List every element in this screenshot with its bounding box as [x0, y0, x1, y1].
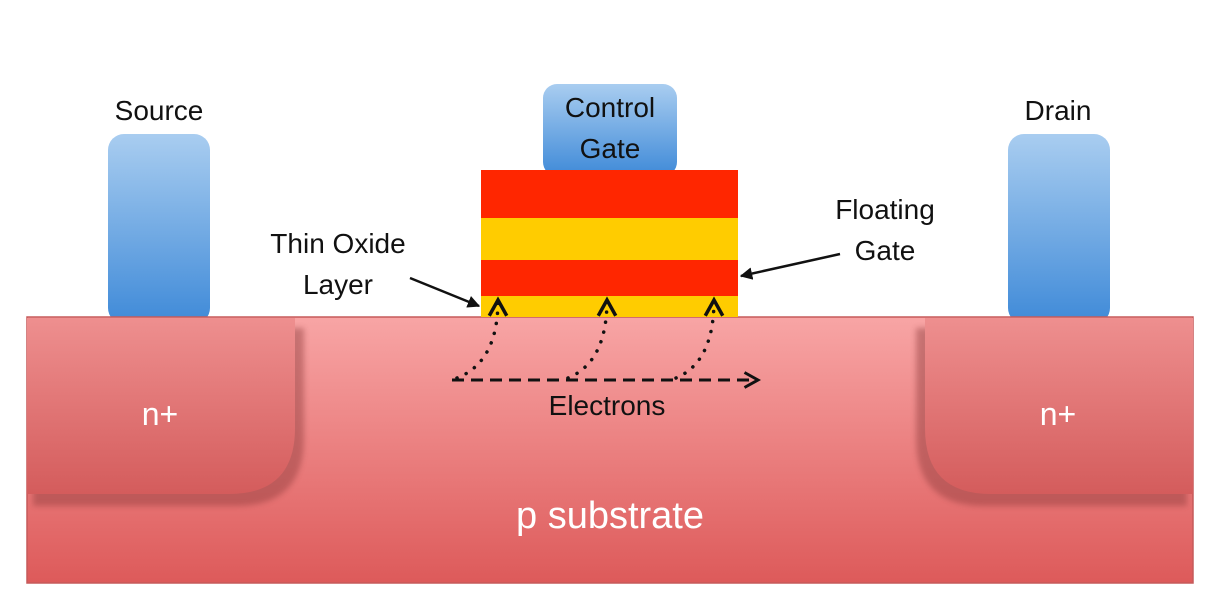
floating-gate-layer	[481, 260, 738, 296]
control-gate-electrode	[543, 84, 677, 176]
control-gate-label-line1: Control	[565, 92, 655, 123]
thin-oxide-pointer-arrow	[409, 276, 481, 308]
floating-gate-label-line2: Gate	[855, 235, 916, 266]
inter-gate-oxide-layer	[481, 218, 738, 260]
source-electrode	[108, 134, 210, 324]
substrate-label: p substrate	[516, 495, 704, 537]
floating-gate-pointer-arrow	[739, 252, 841, 280]
control-gate-label-line2: Gate	[580, 133, 641, 164]
source-label: Source	[115, 95, 204, 126]
tunneling-path-1	[455, 300, 498, 380]
thin-oxide-label-line2: Layer	[303, 269, 373, 300]
drain-electrode	[1008, 134, 1110, 324]
floating-gate-label-line1: Floating	[835, 194, 935, 225]
n-plus-right-region	[925, 318, 1193, 494]
n-plus-right-label: n+	[1040, 396, 1076, 432]
electrons-label: Electrons	[549, 390, 666, 421]
n-plus-left-label: n+	[142, 396, 178, 432]
drain-label: Drain	[1025, 95, 1092, 126]
thin-oxide-label-line1: Thin Oxide	[270, 228, 405, 259]
n-plus-left-region	[27, 318, 295, 494]
tunneling-path-2	[566, 300, 607, 380]
control-gate-layer	[481, 170, 738, 218]
thin-oxide-layer	[481, 296, 738, 317]
tunneling-path-3	[674, 300, 714, 380]
